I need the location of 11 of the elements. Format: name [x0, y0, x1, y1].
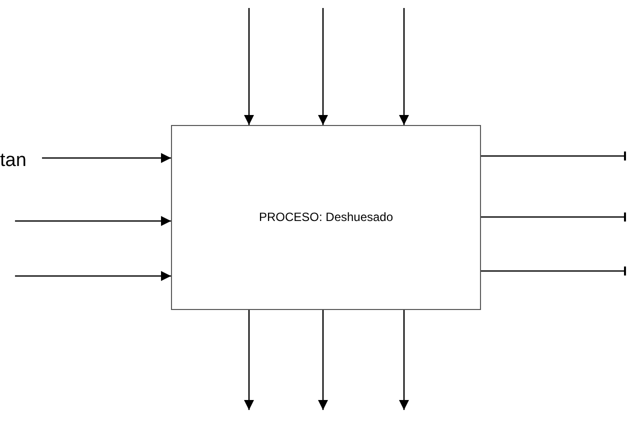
- arrow: [15, 216, 171, 226]
- arrow: [399, 310, 409, 410]
- arrow: [42, 153, 171, 163]
- arrow: [244, 8, 254, 125]
- process-box: PROCESO: Deshuesado: [171, 125, 481, 310]
- arrow: [318, 310, 328, 410]
- arrow: [399, 8, 409, 125]
- input-label: tan: [0, 148, 42, 172]
- arrow: [15, 271, 171, 281]
- arrow: [244, 310, 254, 410]
- arrow: [318, 8, 328, 125]
